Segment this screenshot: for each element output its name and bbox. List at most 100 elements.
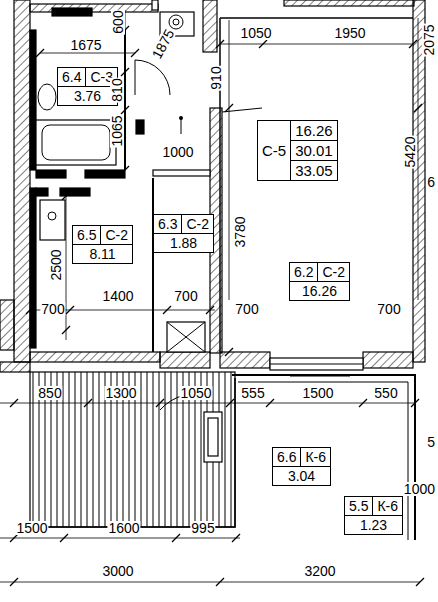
dimension-tick — [416, 578, 424, 586]
dimension-label: 1000 — [161, 145, 194, 159]
dimension-label: 3200 — [303, 564, 336, 578]
bathtub-inner — [42, 125, 110, 160]
dimension-tick — [266, 399, 274, 407]
dimension-label: 850 — [37, 386, 62, 400]
dimension-label: 1875 — [149, 26, 177, 62]
room-label-cell: 6.4 — [58, 68, 85, 86]
walls — [0, 0, 425, 586]
room-label: 5.5К-61.23 — [344, 496, 403, 535]
dimension-label: 555 — [240, 386, 265, 400]
dimension-label: 910 — [209, 65, 223, 90]
dimension-tick — [409, 40, 417, 48]
dimension-tick — [172, 534, 180, 542]
partition-line — [152, 178, 154, 352]
dimension-label: 1600 — [107, 521, 140, 535]
radiator — [208, 418, 218, 456]
room-label-cell: 16.26 — [290, 282, 349, 300]
partition — [60, 188, 90, 196]
shaft-cross — [167, 322, 205, 352]
room-label-cell: 1.88 — [154, 234, 213, 252]
dimension-tick — [359, 399, 367, 407]
room-label-cell: С-2 — [182, 215, 213, 233]
door-handle — [179, 116, 183, 120]
partition — [136, 120, 144, 134]
room-line — [220, 17, 413, 19]
dimension-label: 1500 — [15, 521, 48, 535]
dimension-tick — [36, 49, 44, 57]
dimension-line — [220, 44, 413, 45]
partition — [153, 170, 210, 176]
dimension-label: 700 — [376, 302, 401, 316]
room-label-cell: 3.76 — [58, 87, 117, 105]
balcony-floor — [30, 372, 235, 527]
door-leaf — [135, 60, 136, 95]
dimension-line — [40, 53, 135, 54]
dimension-tick — [216, 578, 224, 586]
dimension-tick — [225, 348, 233, 356]
dimension-line — [0, 538, 240, 539]
door-arc — [135, 60, 170, 95]
dimension-tick — [216, 40, 224, 48]
dimension-tick — [232, 534, 240, 542]
room-label-cell: 30.01 — [291, 141, 337, 160]
dimension-label: 1000 — [403, 482, 436, 496]
dimension-tick — [411, 399, 419, 407]
room-label: 6.3С-21.88 — [153, 214, 214, 253]
dimension-label: 1050 — [179, 386, 212, 400]
partition — [36, 188, 48, 196]
dimension-tick — [225, 104, 233, 112]
wall — [152, 0, 158, 10]
dimension-tick — [131, 49, 139, 57]
wall — [284, 0, 414, 6]
dimension-label: 1675 — [69, 38, 102, 52]
wall — [220, 352, 270, 368]
room-label: 6.5С-28.11 — [72, 225, 133, 264]
dimension-label: 3780 — [233, 215, 247, 248]
dimension-tick — [62, 326, 70, 334]
dimension-label: 1050 — [239, 26, 272, 40]
balcony-rail — [30, 378, 235, 527]
balcony-rail — [232, 375, 415, 540]
partition — [30, 30, 36, 170]
sink — [38, 84, 56, 110]
dimension-tick — [206, 306, 214, 314]
dimension-tick — [84, 399, 92, 407]
partition — [52, 8, 92, 16]
shaft-cross — [167, 322, 205, 352]
outer-wall — [0, 362, 30, 372]
room-label-cell: К-6 — [301, 448, 330, 466]
dimension-tick — [26, 306, 34, 314]
outer-wall — [14, 0, 30, 362]
dimension-line — [229, 20, 230, 300]
radiator — [204, 412, 222, 462]
dimension-label: 1065 — [110, 114, 124, 147]
burner — [48, 212, 56, 220]
partition — [30, 188, 36, 348]
dimension-line — [0, 403, 415, 404]
dimension-label: 995 — [190, 521, 215, 535]
dimension-label: 2500 — [49, 248, 63, 281]
dimension-tick — [259, 40, 267, 48]
dimension-label: 700 — [234, 302, 259, 316]
dimension-label: 1950 — [333, 26, 366, 40]
room-label: С-516.2630.0133.05 — [257, 120, 338, 181]
window — [270, 358, 363, 370]
dimension-line — [0, 582, 420, 583]
dimension-tick — [226, 399, 234, 407]
room-label-cell: 6.2 — [290, 263, 317, 281]
dimension-label: 1300 — [104, 386, 137, 400]
dimension-label: 700 — [173, 289, 198, 303]
wall — [203, 0, 217, 52]
dimension-tick — [414, 104, 422, 112]
dimension-tick — [62, 192, 70, 200]
room-label-cell: К-6 — [373, 497, 402, 515]
room-label-cell: 1.23 — [345, 516, 402, 534]
dimension-tick — [10, 399, 18, 407]
dimension-label: 1500 — [301, 386, 334, 400]
dimension-label: 2075 — [422, 23, 436, 56]
dimension-tick — [163, 306, 171, 314]
dimension-tick — [121, 68, 129, 76]
dimension-tick — [10, 578, 18, 586]
room-label-cell: С-2 — [318, 263, 349, 281]
dimension-label: 1400 — [101, 289, 134, 303]
